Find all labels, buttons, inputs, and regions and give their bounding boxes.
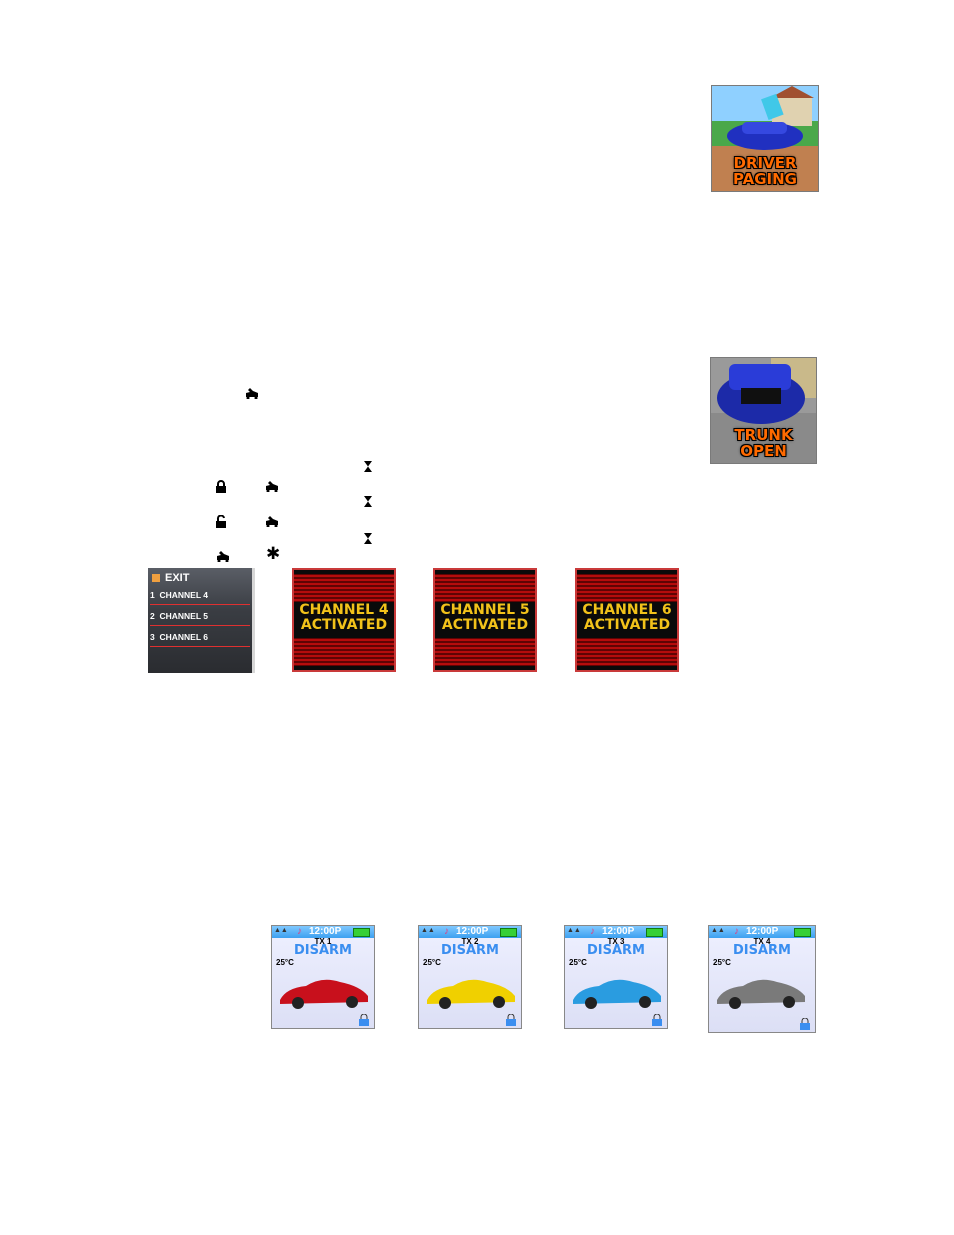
status-bar	[565, 926, 667, 938]
menu-item-number: 2	[150, 611, 155, 621]
status-text: DISARM	[441, 943, 499, 958]
lock-icon	[652, 1014, 662, 1026]
tx-label: TX 1	[314, 937, 332, 946]
driver-paging-image: DRIVER PAGING	[711, 85, 819, 192]
tx-label: TX 4	[753, 937, 771, 946]
stripe-band	[435, 638, 535, 666]
menu-exit-item[interactable]: EXIT	[152, 572, 189, 584]
car-image	[717, 979, 805, 1009]
lock-icon	[359, 1014, 369, 1026]
menu-item-label: CHANNEL 5	[159, 611, 208, 621]
trunk-open-caption-line2: OPEN	[740, 442, 787, 460]
menu-item-channel-6[interactable]: 3 CHANNEL 6	[150, 632, 250, 647]
hourglass-icon	[364, 496, 372, 507]
status-text: DISARM	[294, 943, 352, 958]
stripe-band	[577, 638, 677, 666]
music-note-icon: ♪	[590, 926, 595, 937]
car-image	[573, 979, 661, 1009]
stripe-band	[294, 574, 394, 602]
battery-icon	[500, 928, 517, 937]
status-text: DISARM	[587, 943, 645, 958]
menu-item-label: CHANNEL 4	[159, 590, 208, 600]
tx-2-screen: ▲▲ ♪ 12:00P TX 2 DISARM 25°C	[418, 925, 522, 1029]
tx-1-screen: ▲▲ ♪ 12:00P TX 1 DISARM 25°C	[271, 925, 375, 1029]
music-note-icon: ♪	[734, 926, 739, 937]
tile-line1: CHANNEL 5	[440, 602, 530, 618]
trunk-icon	[266, 516, 278, 527]
lock-icon	[800, 1018, 810, 1030]
menu-item-channel-5[interactable]: 2 CHANNEL 5	[150, 611, 250, 626]
exit-square-icon	[152, 574, 160, 583]
tile-line2: ACTIVATED	[441, 617, 529, 633]
lock-icon	[506, 1014, 516, 1026]
trunk-open-image: TRUNK OPEN	[710, 357, 817, 464]
signal-icon: ▲▲	[421, 927, 435, 934]
clock-text: 12:00P	[602, 926, 635, 937]
tile-line2: ACTIVATED	[300, 617, 388, 633]
lock-open-icon	[216, 515, 226, 528]
signal-icon: ▲▲	[274, 927, 288, 934]
tx-4-screen: ▲▲ ♪ 12:00P TX 4 DISARM 25°C	[708, 925, 816, 1033]
trunk-open-caption-line1: TRUNK	[734, 426, 793, 444]
stripe-band	[577, 574, 677, 602]
trunk-open-scene	[711, 358, 816, 463]
lock-closed-icon	[216, 480, 226, 493]
temperature-text: 25°C	[569, 958, 587, 967]
car-image	[280, 979, 368, 1009]
clock-text: 12:00P	[746, 926, 779, 937]
tx-3-screen: ▲▲ ♪ 12:00P TX 3 DISARM 25°C	[564, 925, 668, 1029]
stripe-band	[294, 638, 394, 666]
tile-line1: CHANNEL 6	[582, 602, 672, 618]
hourglass-icon	[364, 461, 372, 472]
driver-paging-scene	[712, 86, 818, 191]
signal-icon: ▲▲	[711, 927, 725, 934]
menu-item-number: 3	[150, 632, 155, 642]
trunk-icon	[217, 551, 229, 562]
temperature-text: 25°C	[713, 958, 731, 967]
menu-item-label: CHANNEL 6	[159, 632, 208, 642]
hourglass-icon	[364, 533, 372, 544]
trunk-icon	[266, 481, 278, 492]
tile-line1: CHANNEL 4	[299, 602, 389, 618]
temperature-text: 25°C	[423, 958, 441, 967]
music-note-icon: ♪	[297, 926, 302, 937]
temperature-text: 25°C	[276, 958, 294, 967]
status-text: DISARM	[733, 943, 791, 958]
menu-item-number: 1	[150, 590, 155, 600]
music-note-icon: ♪	[444, 926, 449, 937]
status-bar	[709, 926, 815, 938]
tile-line2: ACTIVATED	[583, 617, 671, 633]
status-bar	[272, 926, 374, 938]
driver-paging-caption-line1: DRIVER	[733, 154, 797, 172]
exit-label: EXIT	[165, 572, 190, 584]
tx-label: TX 2	[461, 937, 479, 946]
battery-icon	[353, 928, 370, 937]
signal-icon: ▲▲	[567, 927, 581, 934]
clock-text: 12:00P	[309, 926, 342, 937]
asterisk-icon: ✱	[266, 544, 281, 564]
battery-icon	[646, 928, 663, 937]
clock-text: 12:00P	[456, 926, 489, 937]
trunk-icon	[246, 388, 258, 399]
car-image	[427, 979, 515, 1009]
stripe-band	[435, 574, 535, 602]
menu-item-channel-4[interactable]: 1 CHANNEL 4	[150, 590, 250, 605]
status-bar	[419, 926, 521, 938]
channel-menu: EXIT 1 CHANNEL 4 2 CHANNEL 5 3 CHANNEL 6	[148, 568, 255, 673]
driver-paging-caption-line2: PAGING	[733, 170, 797, 188]
tx-label: TX 3	[607, 937, 625, 946]
battery-icon	[794, 928, 811, 937]
